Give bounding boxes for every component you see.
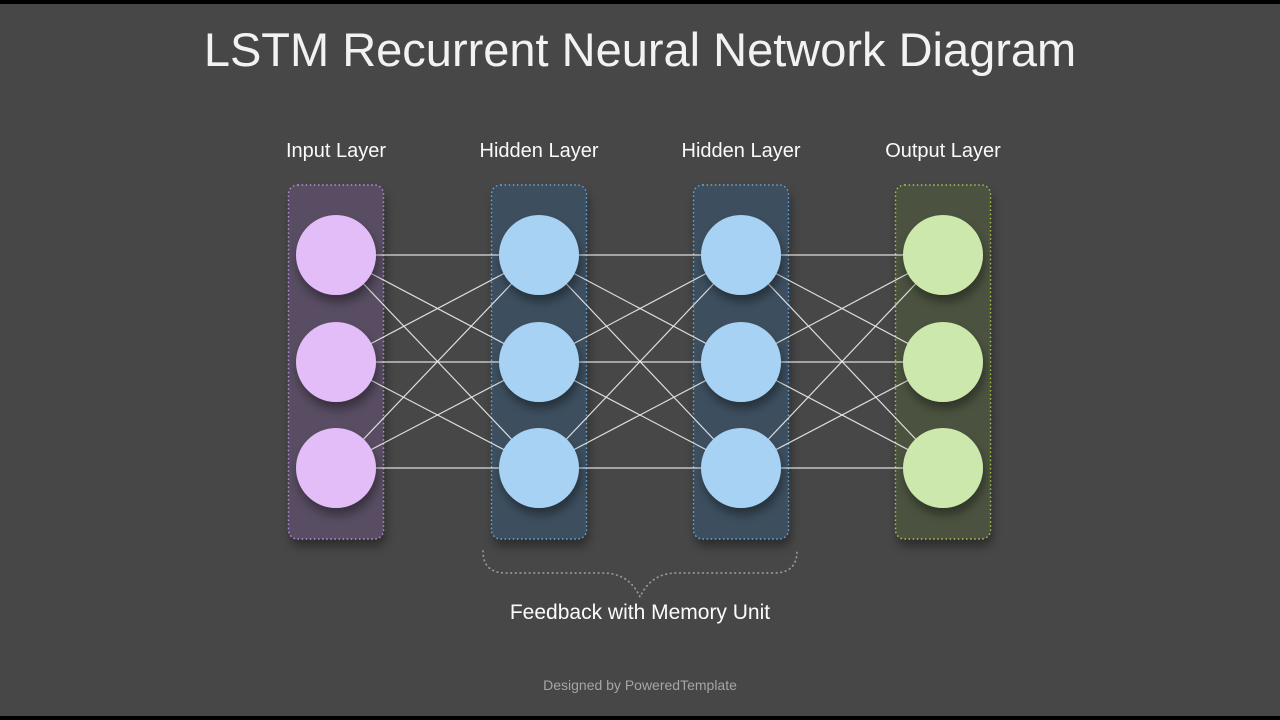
layer-label-hidden-1: Hidden Layer — [479, 140, 599, 162]
connection-line — [335, 254, 540, 469]
neuron-node — [701, 215, 781, 295]
bottom-edge-bar — [0, 716, 1280, 720]
neuron-node — [701, 322, 781, 402]
connection-line — [538, 254, 742, 469]
neuron-node — [296, 322, 376, 402]
neuron-node — [499, 215, 579, 295]
neuron-node — [499, 428, 579, 508]
neuron-node — [903, 215, 983, 295]
layer-label-input: Input Layer — [285, 140, 387, 162]
feedback-brace-icon — [482, 550, 798, 600]
layer-label-hidden-2: Hidden Layer — [681, 140, 801, 162]
feedback-label: Feedback with Memory Unit — [509, 601, 771, 624]
neuron-node — [903, 428, 983, 508]
credit-text: Designed by PoweredTemplate — [543, 677, 737, 693]
slide-title: LSTM Recurrent Neural Network Diagram — [203, 23, 1077, 76]
neuron-node — [296, 215, 376, 295]
neuron-node — [296, 428, 376, 508]
connection-line — [740, 254, 944, 469]
top-edge-bar — [0, 0, 1280, 4]
neuron-node — [903, 322, 983, 402]
layer-label-output: Output Layer — [885, 140, 1001, 162]
neuron-node — [701, 428, 781, 508]
neuron-node — [499, 322, 579, 402]
